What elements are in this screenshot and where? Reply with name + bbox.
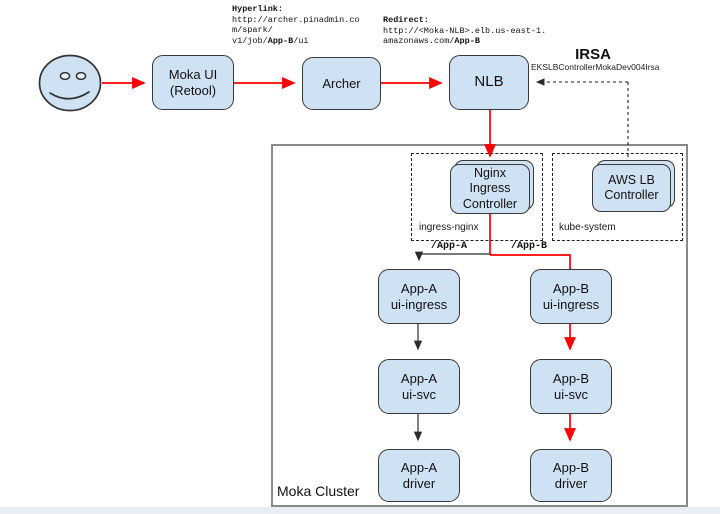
node-nlb: NLB: [449, 55, 529, 110]
page-bottom-strip: [0, 507, 720, 514]
irsa-subtitle: EKSLBControllerMokaDev004Irsa: [531, 62, 660, 72]
smiley-face-icon: [38, 54, 102, 112]
node-archer: Archer: [302, 57, 381, 110]
line-branch-to-appb-ingress: [490, 254, 571, 269]
node-app-a-driver: App-A driver: [378, 449, 460, 502]
route-label-app-a: /App-A: [431, 241, 468, 252]
node-app-b-driver: App-B driver: [530, 449, 612, 502]
hyperlink-line2: m/spark/: [232, 25, 273, 36]
hyperlink-annotation: Hyperlink: http://archer.pinadmin.co m/s…: [232, 4, 360, 46]
node-app-a-ui-svc: App-A ui-svc: [378, 359, 460, 414]
moka-cluster-label: Moka Cluster: [277, 483, 360, 499]
arrow-branch-to-appa-ingress: [414, 251, 490, 262]
node-app-b-ui-ingress: App-B ui-ingress: [530, 269, 612, 324]
hyperlink-line3: v1/job/App-B/ui: [232, 35, 309, 46]
node-nginx-ingress-controller: Nginx Ingress Controller: [450, 164, 530, 214]
hyperlink-title: Hyperlink:: [232, 4, 284, 14]
kube-system-namespace-box: [552, 153, 683, 241]
node-moka-ui: Moka UI (Retool): [152, 55, 234, 110]
redirect-title: Redirect:: [383, 15, 429, 25]
node-aws-lb-controller: AWS LB Controller: [592, 164, 671, 212]
route-label-app-b: /App-B: [511, 241, 548, 252]
irsa-annotation: IRSA EKSLBControllerMokaDev004Irsa: [531, 46, 660, 73]
redirect-line2: amazonaws.com/App-B: [383, 36, 480, 47]
ingress-nginx-namespace-box: [411, 153, 543, 241]
kube-system-namespace-label: kube-system: [559, 222, 616, 233]
hyperlink-line1: http://archer.pinadmin.co: [232, 14, 360, 25]
irsa-title: IRSA: [575, 46, 611, 63]
node-app-b-ui-svc: App-B ui-svc: [530, 359, 612, 414]
node-app-a-ui-ingress: App-A ui-ingress: [378, 269, 460, 324]
ingress-nginx-namespace-label: ingress-nginx: [419, 222, 479, 233]
redirect-annotation: Redirect: http://<Moka-NLB>.elb.us-east-…: [383, 15, 546, 47]
redirect-line1: http://<Moka-NLB>.elb.us-east-1.: [383, 25, 547, 36]
